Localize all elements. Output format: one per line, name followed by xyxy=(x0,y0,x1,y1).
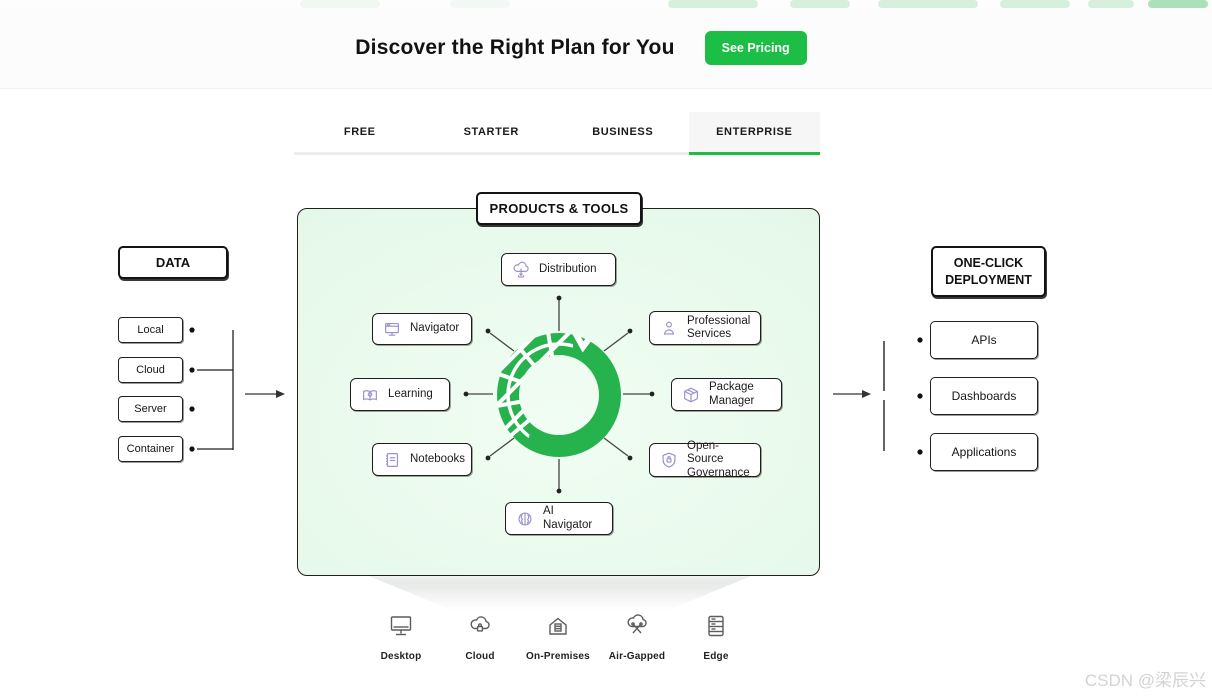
product-label: Distribution xyxy=(539,262,597,275)
products-tools-title: PRODUCTS & TOOLS xyxy=(476,192,642,225)
product-notebooks: Notebooks xyxy=(372,443,472,476)
deployment-item-applications: Applications xyxy=(930,433,1038,471)
deployment-panel-title: ONE-CLICK DEPLOYMENT xyxy=(931,246,1046,297)
deployment-item-apis: APIs xyxy=(930,321,1038,359)
data-item-server: Server xyxy=(118,396,183,422)
tab-starter[interactable]: STARTER xyxy=(425,112,557,155)
product-label: AI Navigator xyxy=(543,505,593,531)
product-package-manager: Package Manager xyxy=(671,378,782,411)
tab-business[interactable]: BUSINESS xyxy=(557,112,689,155)
platform-label: Air-Gapped xyxy=(608,651,666,662)
product-label: Package Manager xyxy=(709,381,755,407)
plans-header: Discover the Right Plan for You See Pric… xyxy=(0,8,1212,89)
product-label: Open-Source Governance xyxy=(687,440,750,479)
data-panel-title: DATA xyxy=(118,246,228,279)
product-label: Learning xyxy=(388,387,433,400)
see-pricing-button[interactable]: See Pricing xyxy=(704,31,807,65)
platform-desktop: Desktop xyxy=(361,613,441,662)
shield-lock-icon xyxy=(659,450,679,470)
product-learning: Learning xyxy=(350,378,450,411)
building-icon xyxy=(545,613,571,644)
plan-tabs: FREE STARTER BUSINESS ENTERPRISE xyxy=(294,112,820,155)
data-item-cloud: Cloud xyxy=(118,357,183,383)
anaconda-logo xyxy=(489,325,629,465)
product-ai-navigator: AI Navigator xyxy=(505,502,613,535)
tab-free[interactable]: FREE xyxy=(294,112,426,155)
notebook-icon xyxy=(382,450,402,470)
product-distribution: Distribution xyxy=(501,253,616,286)
product-open-source-governance: Open-Source Governance xyxy=(649,440,761,479)
product-navigator: Navigator xyxy=(372,313,472,345)
platform-air-gapped: Air-Gapped xyxy=(597,613,677,662)
air-gapped-cloud-icon xyxy=(624,613,650,644)
product-label: Navigator xyxy=(410,322,460,335)
desktop-icon xyxy=(388,613,414,644)
watermark: CSDN @梁辰兴 xyxy=(1084,671,1206,690)
platform-on-premises: On-Premises xyxy=(518,613,598,662)
platform-label: Edge xyxy=(703,651,729,662)
platform-label: Cloud xyxy=(465,651,495,662)
data-item-local: Local xyxy=(118,317,183,343)
product-label: Professional Services xyxy=(687,314,751,340)
cloud-download-icon xyxy=(511,260,531,280)
page-title: Discover the Right Plan for You xyxy=(355,36,675,59)
deployment-item-dashboards: Dashboards xyxy=(930,377,1038,415)
platform-edge: Edge xyxy=(676,613,756,662)
server-stack-icon xyxy=(703,613,729,644)
platform-label: On-Premises xyxy=(526,651,590,662)
product-professional-services: Professional Services xyxy=(649,311,761,345)
panel-shadow xyxy=(368,576,752,610)
data-item-container: Container xyxy=(118,436,183,462)
product-label: Notebooks xyxy=(410,452,465,465)
cloud-lock-icon xyxy=(467,613,493,644)
book-bulb-icon xyxy=(360,385,380,405)
person-icon xyxy=(659,318,679,338)
package-icon xyxy=(681,385,701,405)
brain-icon xyxy=(515,509,535,529)
platform-cloud: Cloud xyxy=(440,613,520,662)
top-cutoff-strip xyxy=(0,0,1212,8)
platform-label: Desktop xyxy=(380,651,422,662)
tab-enterprise[interactable]: ENTERPRISE xyxy=(688,112,820,155)
monitor-icon xyxy=(382,319,402,339)
